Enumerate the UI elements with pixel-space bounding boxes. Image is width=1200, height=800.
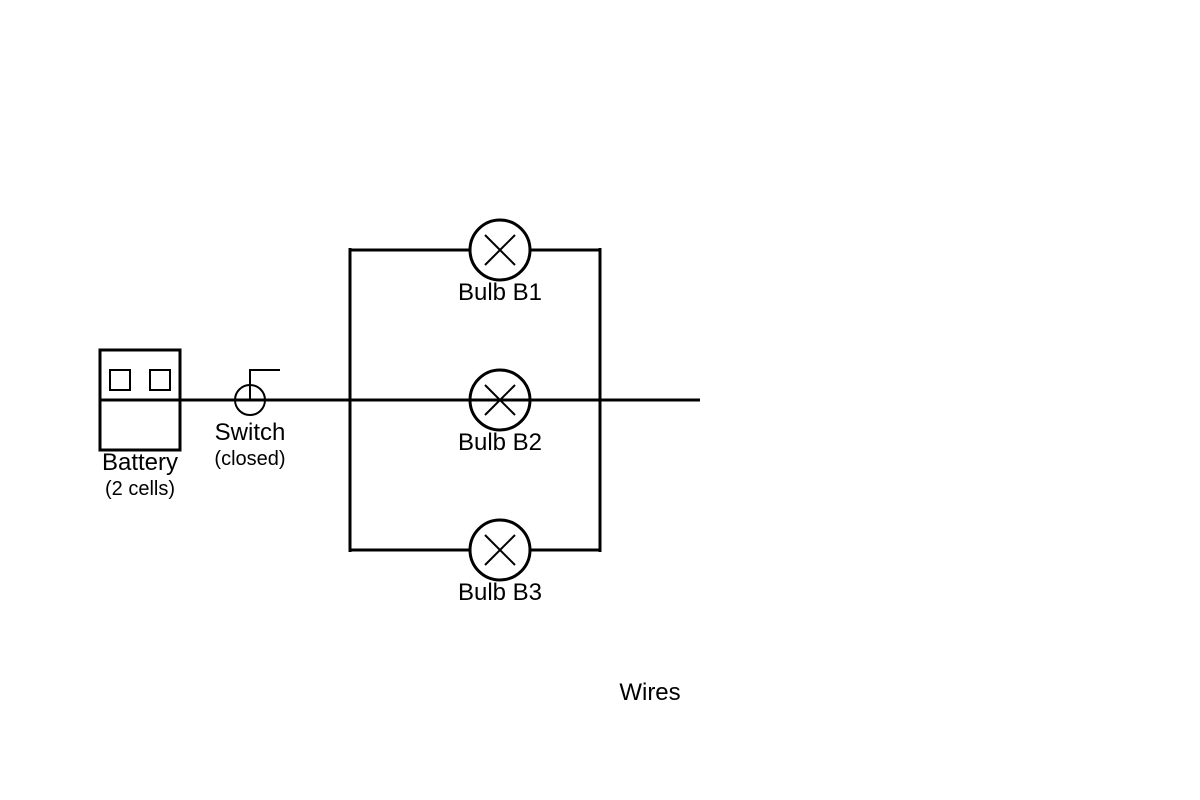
battery bbox=[98, 348, 182, 452]
battery-sublabel: (2 cells) bbox=[105, 478, 175, 500]
wires bbox=[180, 248, 700, 552]
switch-label: Switch bbox=[215, 419, 286, 446]
switch-lever bbox=[249, 369, 280, 400]
switch bbox=[234, 369, 280, 416]
switch-sublabel: (closed) bbox=[214, 448, 285, 470]
bulb-b1-filament bbox=[484, 234, 516, 266]
bulb-b2 bbox=[468, 368, 532, 432]
bulb-b2-label: Bulb B2 bbox=[458, 429, 542, 456]
bulb-b2-filament bbox=[484, 384, 516, 416]
battery-label: Battery bbox=[102, 449, 178, 476]
bulb-b1 bbox=[468, 218, 532, 282]
wires-label: Wires bbox=[619, 679, 680, 706]
battery-cell-1 bbox=[109, 369, 131, 391]
bulb-b1-label: Bulb B1 bbox=[458, 279, 542, 306]
bulb-b3-label: Bulb B3 bbox=[458, 579, 542, 606]
battery-cell-2 bbox=[149, 369, 171, 391]
bulb-b3 bbox=[468, 518, 532, 582]
bulb-b3-filament bbox=[484, 534, 516, 566]
bulb-b2-globe bbox=[468, 368, 532, 432]
